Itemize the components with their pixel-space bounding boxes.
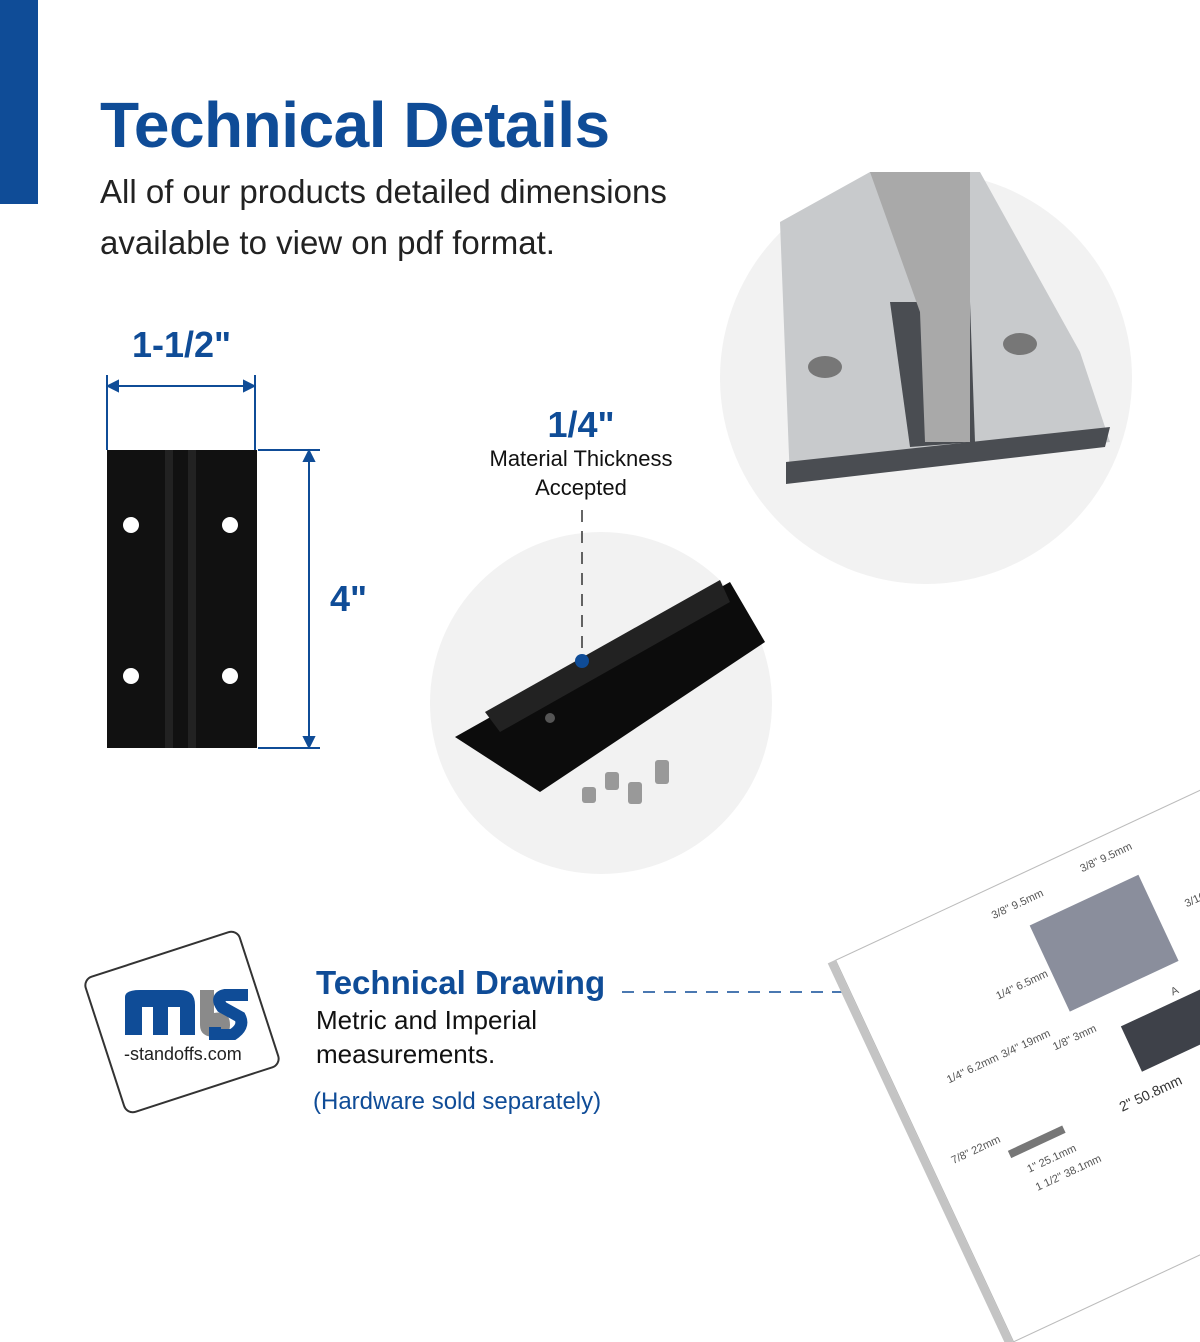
height-dimension-label: 4" bbox=[330, 578, 368, 619]
technical-drawing-subtitle: Metric and Imperial measurements. bbox=[316, 1005, 538, 1069]
product-photo-circle bbox=[430, 532, 772, 874]
dim-label: 7/8" 22mm bbox=[949, 1133, 1003, 1167]
dim-label: 1/8" 3mm bbox=[1051, 1022, 1099, 1054]
profile-with-screws-image bbox=[455, 580, 765, 804]
dim-label: 1/4" 6.5mm bbox=[994, 968, 1051, 1003]
accent-bar bbox=[0, 0, 38, 204]
drawing-side-view bbox=[1120, 971, 1200, 1072]
technical-drawing-title: Technical Drawing bbox=[316, 964, 606, 1001]
page-title: Technical Details bbox=[100, 89, 610, 161]
dim-label: 3/16" ⌀4.5mm bbox=[1182, 870, 1200, 911]
mbs-logo-mark bbox=[125, 989, 248, 1040]
dim-label: 3/8" 9.5mm bbox=[989, 887, 1046, 922]
thickness-value: 1/4" bbox=[547, 404, 615, 445]
drawing-callout-line bbox=[622, 985, 866, 999]
dim-label: 1/4" 6.2mm bbox=[945, 1051, 1001, 1087]
installed-closeup-circle bbox=[720, 172, 1132, 584]
width-dimension-label: 1-1/2" bbox=[132, 324, 232, 365]
drawing-top-view bbox=[1029, 874, 1179, 1012]
front-view-diagram bbox=[105, 375, 320, 750]
dim-label: 3/4" 19mm bbox=[999, 1027, 1053, 1061]
logo-text: -standoffs.com bbox=[124, 1044, 242, 1064]
thickness-label: Material Thickness Accepted bbox=[489, 446, 673, 500]
installed-profile-image bbox=[780, 172, 1110, 484]
drawing-section-view bbox=[988, 1084, 1066, 1159]
section-marker: A bbox=[1168, 984, 1181, 999]
dim-label: 3/8" 9.5mm bbox=[1078, 840, 1135, 876]
technical-drawing-sheet[interactable]: 3/8" 9.5mm 3/8" 9.5mm 3/16" ⌀4.5mm 1/4" … bbox=[835, 739, 1200, 1342]
dim-label: 2" 50.8mm bbox=[1116, 1071, 1185, 1115]
page-subtitle: All of our products detailed dimensions … bbox=[100, 173, 667, 261]
hardware-note: (Hardware sold separately) bbox=[313, 1088, 602, 1115]
thickness-callout-line bbox=[575, 510, 589, 668]
